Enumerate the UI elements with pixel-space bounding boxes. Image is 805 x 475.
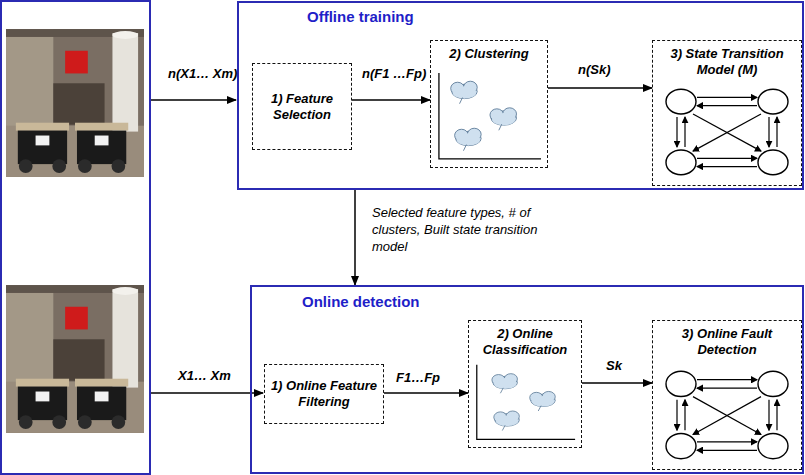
cluster-plot (473, 363, 577, 443)
process-box: 1) Feature Selection (252, 63, 352, 150)
process-box: 3) Online Fault Detection (652, 320, 802, 470)
process-box: 2) Online Classification (468, 320, 582, 448)
robot-photo (6, 29, 144, 177)
step-label: 2) Online Classification (474, 326, 576, 358)
edge-label: Sk (606, 358, 622, 374)
source-panel (1, 1, 150, 474)
flow-arrow (354, 190, 356, 285)
step-label: 2) Clustering (436, 46, 542, 62)
panel-title: Online detection (302, 293, 802, 311)
flow-arrow (352, 99, 430, 101)
box-illustration (657, 365, 797, 465)
edge-label: n(Sk) (578, 62, 611, 78)
edge-label: n(F1 …Fp) (362, 66, 426, 82)
signal-label: X1… Xm (178, 368, 231, 384)
box-illustration (435, 71, 543, 163)
edge-label: F1…Fp (396, 370, 440, 386)
signal-label: n(X1… Xm) (168, 66, 237, 82)
process-box: 2) Clustering (430, 40, 548, 168)
input-arrow (151, 99, 236, 101)
panel-title: Offline training (307, 8, 802, 26)
box-illustration (473, 363, 577, 443)
step-label: 3) Online Fault Detection (658, 326, 796, 358)
flow-arrow (582, 382, 652, 384)
robot-photo (6, 285, 144, 433)
state-graph (657, 83, 797, 181)
flow-arrow (548, 87, 652, 89)
process-box: 3) State Transition Model (M) (652, 40, 802, 186)
box-illustration (657, 83, 797, 181)
state-graph (657, 365, 797, 465)
stage-panel: Online detection 1) Online Feature Filter… (250, 285, 804, 474)
process-box: 1) Online Feature Filtering (264, 364, 384, 424)
step-label: 3) State Transition Model (M) (658, 46, 796, 78)
input-arrow (151, 392, 263, 394)
stage-panel: Offline training 1) Feature Selection 2) C… (237, 1, 804, 190)
step-label: 1) Online Feature Filtering (270, 378, 378, 410)
flow-arrow (384, 392, 468, 394)
edge-label: Selected feature types, # of clusters, B… (372, 204, 572, 255)
cluster-plot (435, 71, 543, 163)
step-label: 1) Feature Selection (258, 91, 346, 123)
